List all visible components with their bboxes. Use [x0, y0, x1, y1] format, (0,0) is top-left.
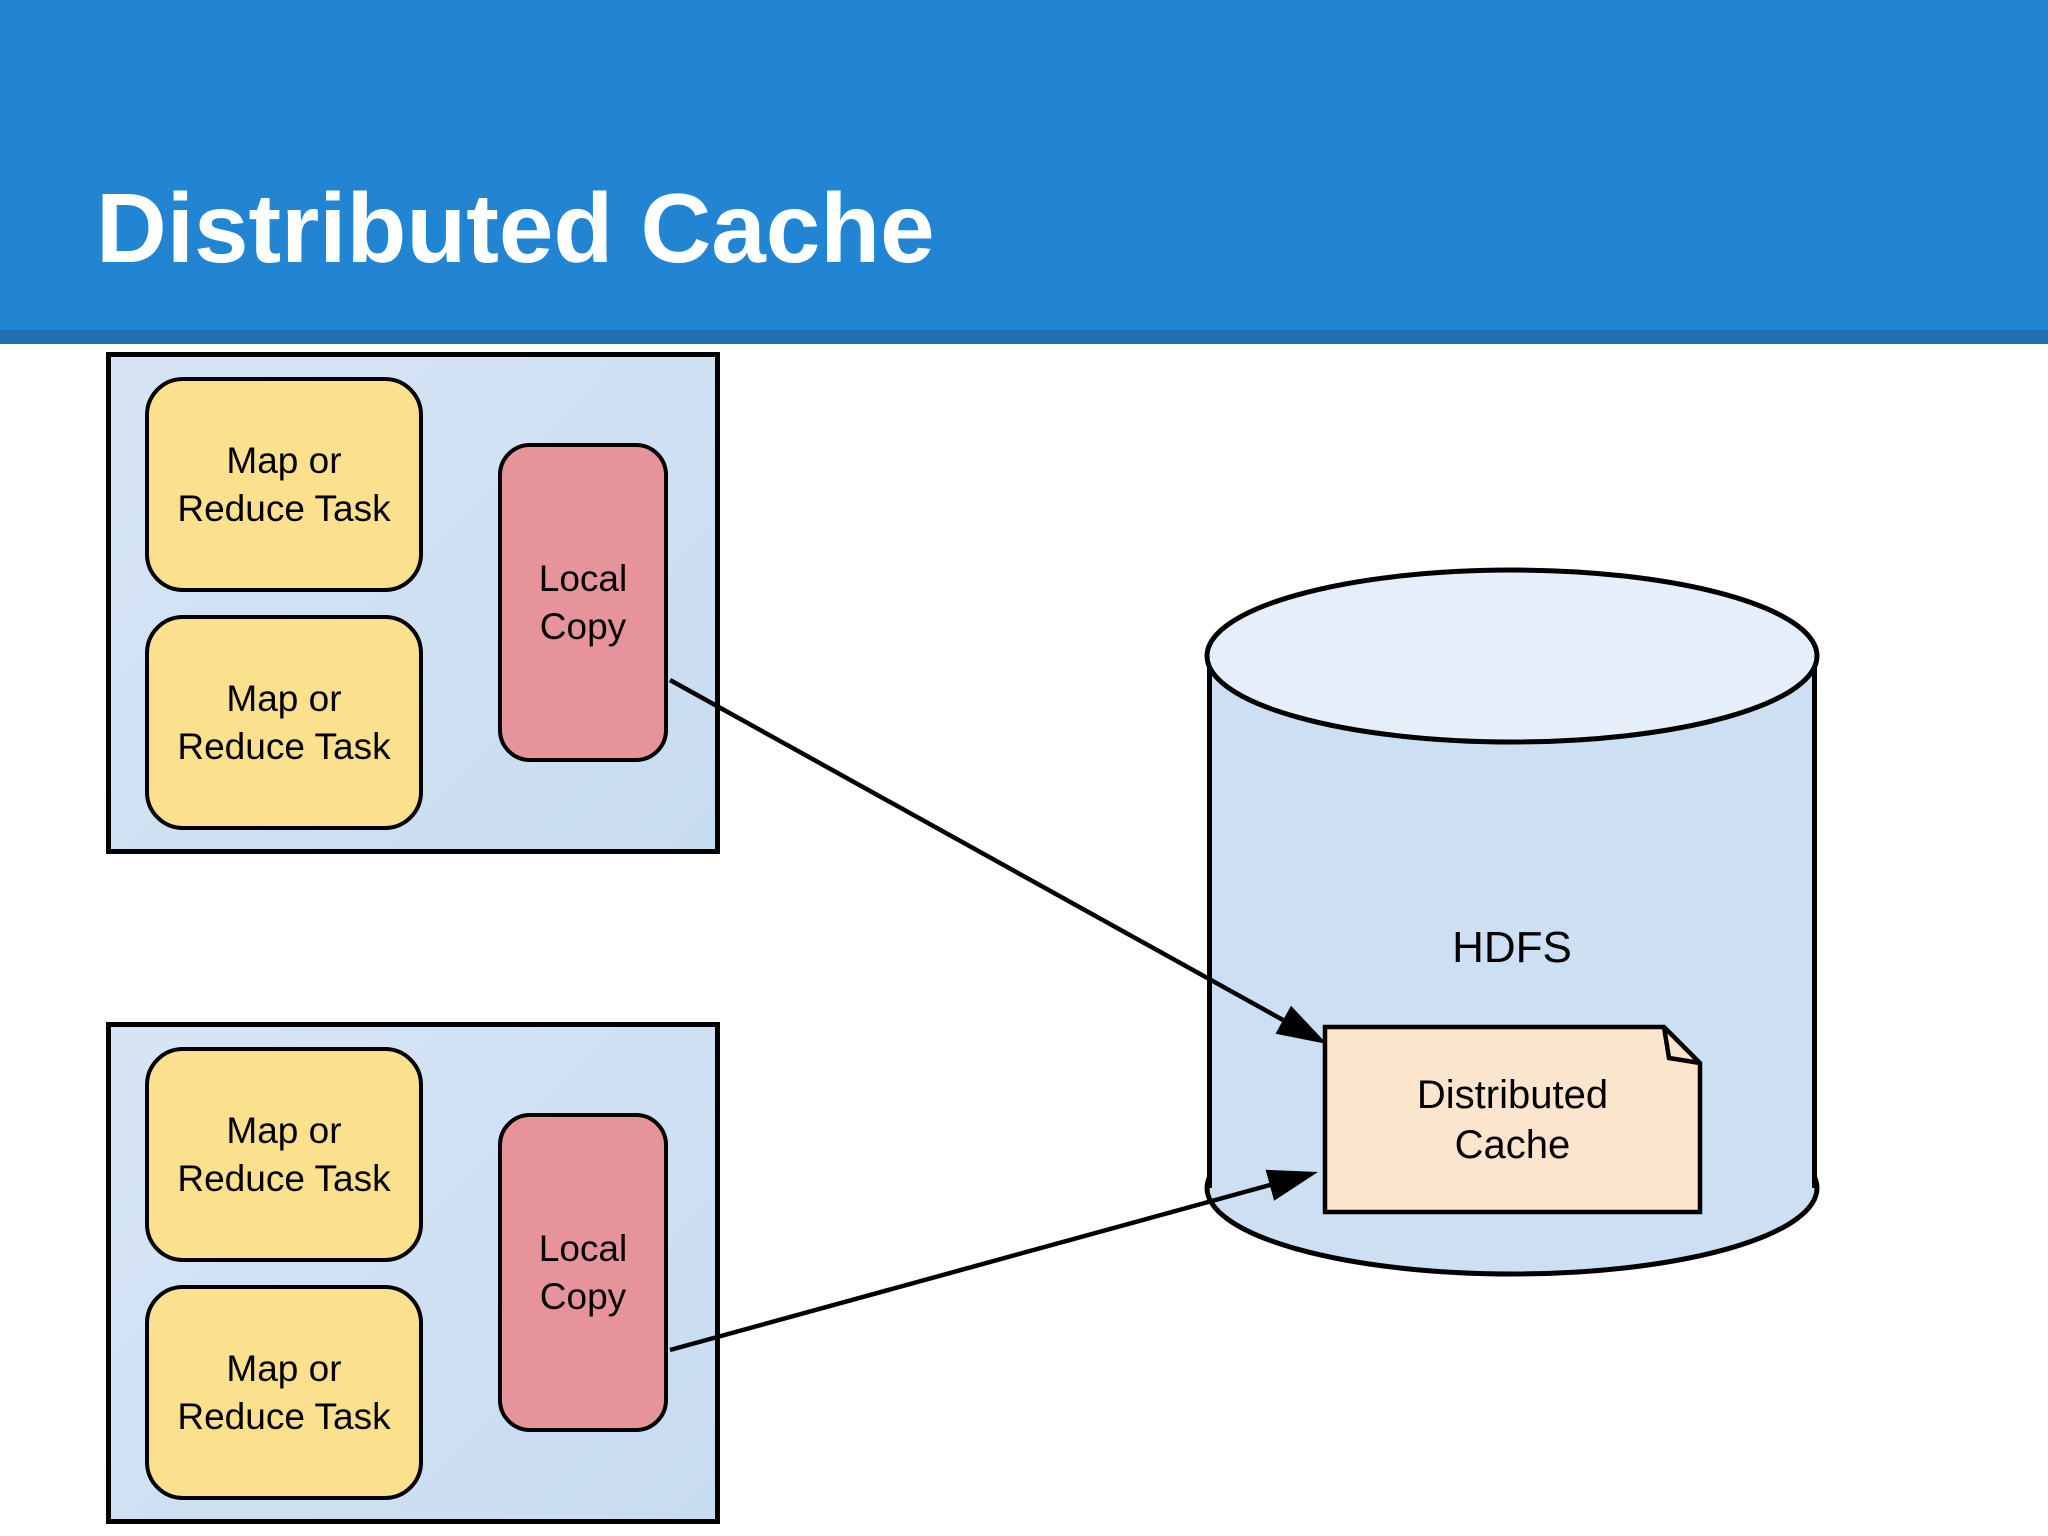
- local-copy-box: Local Copy: [498, 443, 668, 762]
- map-reduce-task-box: Map or Reduce Task: [145, 1285, 423, 1500]
- local-copy-label: Local Copy: [538, 1228, 628, 1317]
- local-copy-box: Local Copy: [498, 1113, 668, 1432]
- map-reduce-task-box: Map or Reduce Task: [145, 615, 423, 830]
- map-reduce-task-label: Map or Reduce Task: [177, 678, 391, 767]
- arrow-node1-to-cache-head: [1275, 1005, 1327, 1044]
- hdfs-cylinder-top: [1204, 567, 1820, 745]
- hdfs-label: HDFS: [1452, 923, 1572, 972]
- local-copy-label: Local Copy: [538, 558, 628, 647]
- header-accent-strip: [0, 330, 2048, 344]
- arrow-node2-to-cache-line: [669, 1182, 1271, 1353]
- map-reduce-task-box: Map or Reduce Task: [145, 1047, 423, 1262]
- map-reduce-task-label: Map or Reduce Task: [177, 1348, 391, 1437]
- map-reduce-task-label: Map or Reduce Task: [177, 1110, 391, 1199]
- worker-node-box-2: Map or Reduce Task Map or Reduce Task Lo…: [106, 1022, 720, 1524]
- distributed-cache-label: Distributed Cache: [1416, 1072, 1609, 1167]
- map-reduce-task-label: Map or Reduce Task: [177, 440, 391, 529]
- arrow-node2-to-cache-head: [1265, 1169, 1318, 1201]
- header-bar: [0, 0, 2048, 330]
- slide-title: Distributed Cache: [96, 173, 935, 283]
- worker-node-box-1: Map or Reduce Task Map or Reduce Task Lo…: [106, 352, 720, 854]
- map-reduce-task-box: Map or Reduce Task: [145, 377, 423, 592]
- arrow-node1-to-cache-line: [668, 678, 1285, 1022]
